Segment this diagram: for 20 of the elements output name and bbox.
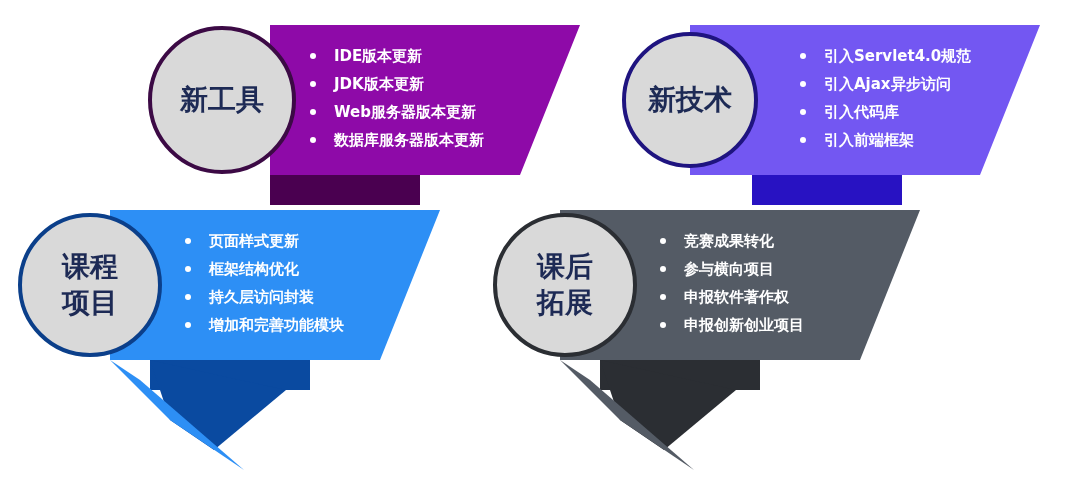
list-item-text: 页面样式更新: [209, 231, 299, 252]
list-item-text: 申报软件著作权: [684, 287, 789, 308]
list-item-text: 申报创新创业项目: [684, 315, 804, 336]
list-item-text: 数据库服务器版本更新: [334, 130, 484, 151]
list-item-text: Web服务器版本更新: [334, 102, 476, 123]
list-item-text: 框架结构优化: [209, 259, 299, 280]
list-item-text: 引入代码库: [824, 102, 899, 123]
list-item-text: 引入Servlet4.0规范: [824, 46, 972, 67]
category-title: 新工具: [180, 82, 264, 118]
list-item-text: 引入前端框架: [824, 130, 914, 151]
category-title: 新技术: [648, 82, 732, 118]
list-item-text: 竞赛成果转化: [684, 231, 774, 252]
list-item-text: 参与横向项目: [684, 259, 774, 280]
category-title: 课后拓展: [535, 249, 594, 321]
list-item-text: JDK版本更新: [334, 74, 424, 95]
list-item-text: 引入Ajax异步访问: [824, 74, 951, 95]
list-item-text: 增加和完善功能模块: [209, 315, 344, 336]
category-title: 课程项目: [60, 249, 119, 321]
list-item-text: 持久层访问封装: [209, 287, 314, 308]
list-item-text: IDE版本更新: [334, 46, 423, 67]
